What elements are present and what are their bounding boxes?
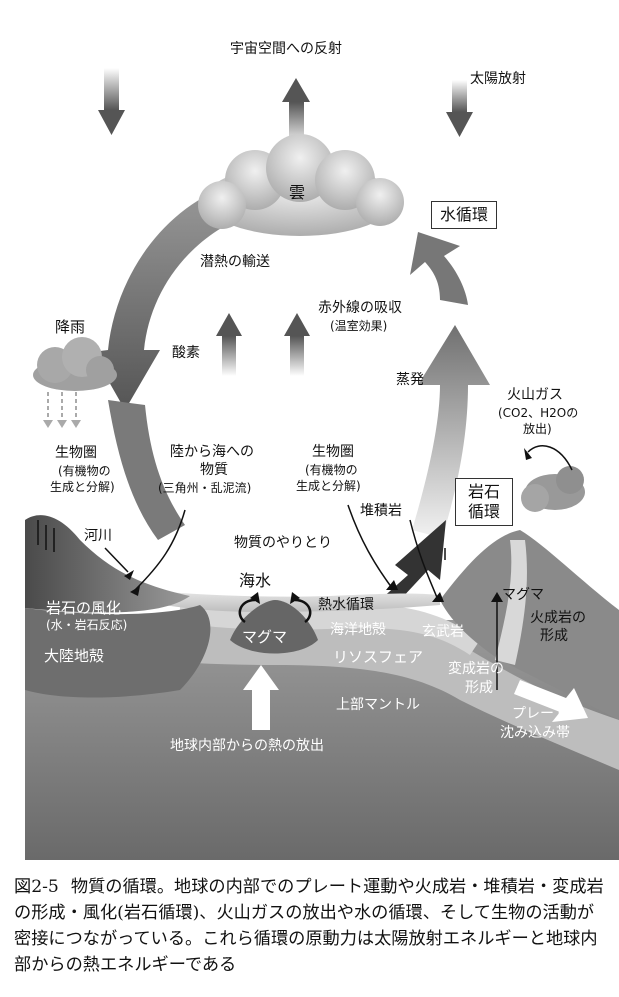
weathering-label: 岩石の風化: [46, 599, 122, 617]
cycle-left-descent: [108, 400, 185, 540]
rock-cycle-line-2: 循環: [467, 502, 500, 521]
evaporation-arrow-upper: [410, 232, 468, 305]
oxygen-arrow: [216, 313, 242, 376]
igneous-label-1: 火成岩の: [530, 610, 586, 626]
volcanic-smoke: [521, 466, 585, 512]
sedimentary-arrow: [380, 520, 446, 600]
water-cycle-box: 水循環: [431, 201, 498, 229]
material-exchange-label: 物質のやりとり: [234, 535, 332, 551]
diagram-artwork: [25, 68, 619, 860]
cloud-label: 雲: [289, 183, 306, 202]
lithosphere-label: リソスフェア: [333, 648, 424, 666]
caption-text: 物質の循環。地球の内部でのプレート運動や火成岩・堆積岩・変成岩の形成・風化(岩石…: [14, 877, 604, 975]
hydrothermal-curls: [238, 598, 312, 624]
heat-release-label: 地球内部からの熱の放出: [170, 738, 324, 754]
volcanic-gas-label: 火山ガス: [507, 387, 563, 403]
greenhouse-label: (温室効果): [330, 319, 388, 333]
seawater-label: 海水: [239, 571, 272, 590]
rain-label: 降雨: [55, 318, 86, 336]
rock-cycle-line-1: 岩石: [467, 482, 500, 501]
subduction-arrow: [514, 680, 588, 722]
leader-arrows: [104, 504, 498, 690]
ir-absorption-label: 赤外線の吸収: [318, 300, 402, 316]
hydrothermal-label: 熱水循環: [318, 597, 374, 613]
volcano-magma-plume: [495, 540, 527, 665]
metamorphic-label-1: 変成岩の: [448, 661, 504, 677]
basalt-label: 玄武岩: [422, 624, 464, 640]
ridge-magma-label: マグマ: [242, 628, 288, 646]
river-label: 河川: [84, 528, 112, 544]
sea: [140, 590, 440, 612]
biosphere-left-detail-1: (有機物の: [58, 464, 111, 478]
rain-cloud: [33, 337, 117, 428]
rock-cycle-box: 岩石 循環: [455, 478, 513, 526]
land-to-sea-1: 陸から海への: [170, 444, 254, 460]
land-to-sea-3: (三角州・乱泥流): [158, 481, 252, 495]
weathering-detail: (水・岩石反応): [46, 618, 128, 632]
latent-heat-label: 潜熱の輸送: [200, 254, 270, 270]
igneous-label-2: 形成: [540, 628, 568, 644]
subduction-label-1: プレート: [512, 706, 568, 722]
figure-number: 図2-5: [14, 877, 59, 897]
continent: [25, 515, 190, 613]
evaporation-arrow: [412, 325, 490, 538]
volcanic-gas-detail-2: 放出): [523, 422, 552, 436]
solar-radiation-arrow: [446, 80, 473, 137]
oceanic-crust-label: 海洋地殻: [330, 622, 386, 638]
ridge-magma: [230, 600, 318, 654]
volcano: [440, 530, 619, 720]
volcanic-gas-arrow: [527, 445, 573, 471]
ir-arrow: [284, 313, 310, 376]
latent-heat-arrow: [92, 185, 255, 410]
upper-mantle-label: 上部マントル: [336, 697, 420, 713]
reflection-arrow: [98, 68, 125, 135]
subduction-label-2: 沈み込み帯: [500, 725, 570, 741]
evaporation-label: 蒸発: [396, 372, 424, 388]
continental-crust: [25, 605, 211, 698]
heat-release-arrow: [243, 665, 279, 730]
trees: [37, 520, 55, 552]
land-to-sea-2: 物質: [200, 462, 228, 478]
biosphere-left-detail-2: 生成と分解): [50, 480, 115, 494]
volcano-magma-label: マグマ: [502, 587, 544, 603]
biosphere-left-title: 生物圏: [55, 445, 97, 461]
continental-crust-label: 大陸地殻: [44, 647, 105, 665]
sedimentary-label: 堆積岩: [360, 503, 402, 519]
biosphere-right-detail-1: (有機物の: [305, 463, 358, 477]
volcanic-gas-detail-1: (CO2、H2Oの: [498, 406, 579, 420]
space-reflection-label: 宇宙空間への反射: [230, 41, 342, 57]
biosphere-right-detail-2: 生成と分解): [296, 479, 361, 493]
cloud-shape: [198, 134, 404, 236]
solar-radiation-label: 太陽放射: [470, 71, 526, 87]
biosphere-right-title: 生物圏: [312, 444, 354, 460]
oxygen-label: 酸素: [172, 345, 200, 361]
metamorphic-label-2: 形成: [465, 680, 493, 696]
